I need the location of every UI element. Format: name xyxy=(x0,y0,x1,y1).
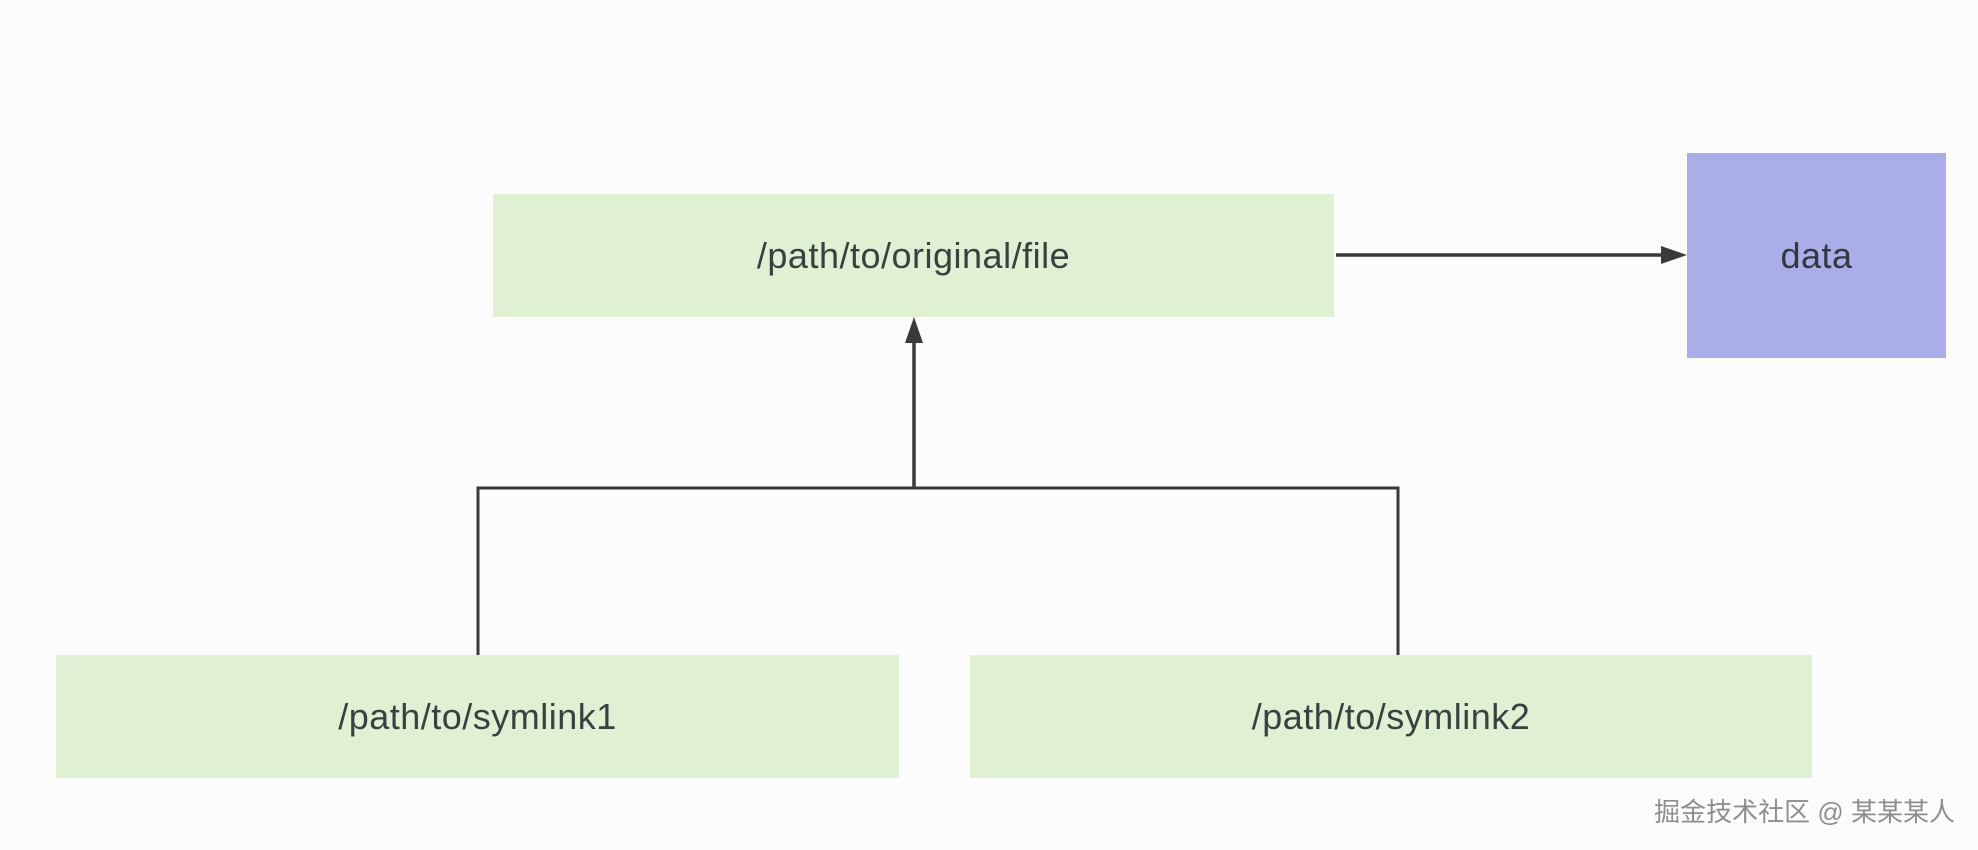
node-symlink2: /path/to/symlink2 xyxy=(970,655,1812,778)
node-symlink1-label: /path/to/symlink1 xyxy=(338,695,617,737)
node-original-file: /path/to/original/file xyxy=(493,194,1334,317)
watermark-text: 掘金技术社区 @ 某某某人 xyxy=(1654,797,1955,827)
node-original-file-label: /path/to/original/file xyxy=(756,234,1071,276)
node-symlink2-label: /path/to/symlink2 xyxy=(1251,695,1531,737)
node-data: data xyxy=(1687,153,1946,358)
arrowhead-up-icon xyxy=(905,317,923,343)
edge-symlinks-elbow xyxy=(476,486,1400,656)
node-symlink1: /path/to/symlink1 xyxy=(56,655,899,778)
arrowhead-right-icon xyxy=(1661,246,1687,264)
node-data-label: data xyxy=(1780,234,1853,276)
